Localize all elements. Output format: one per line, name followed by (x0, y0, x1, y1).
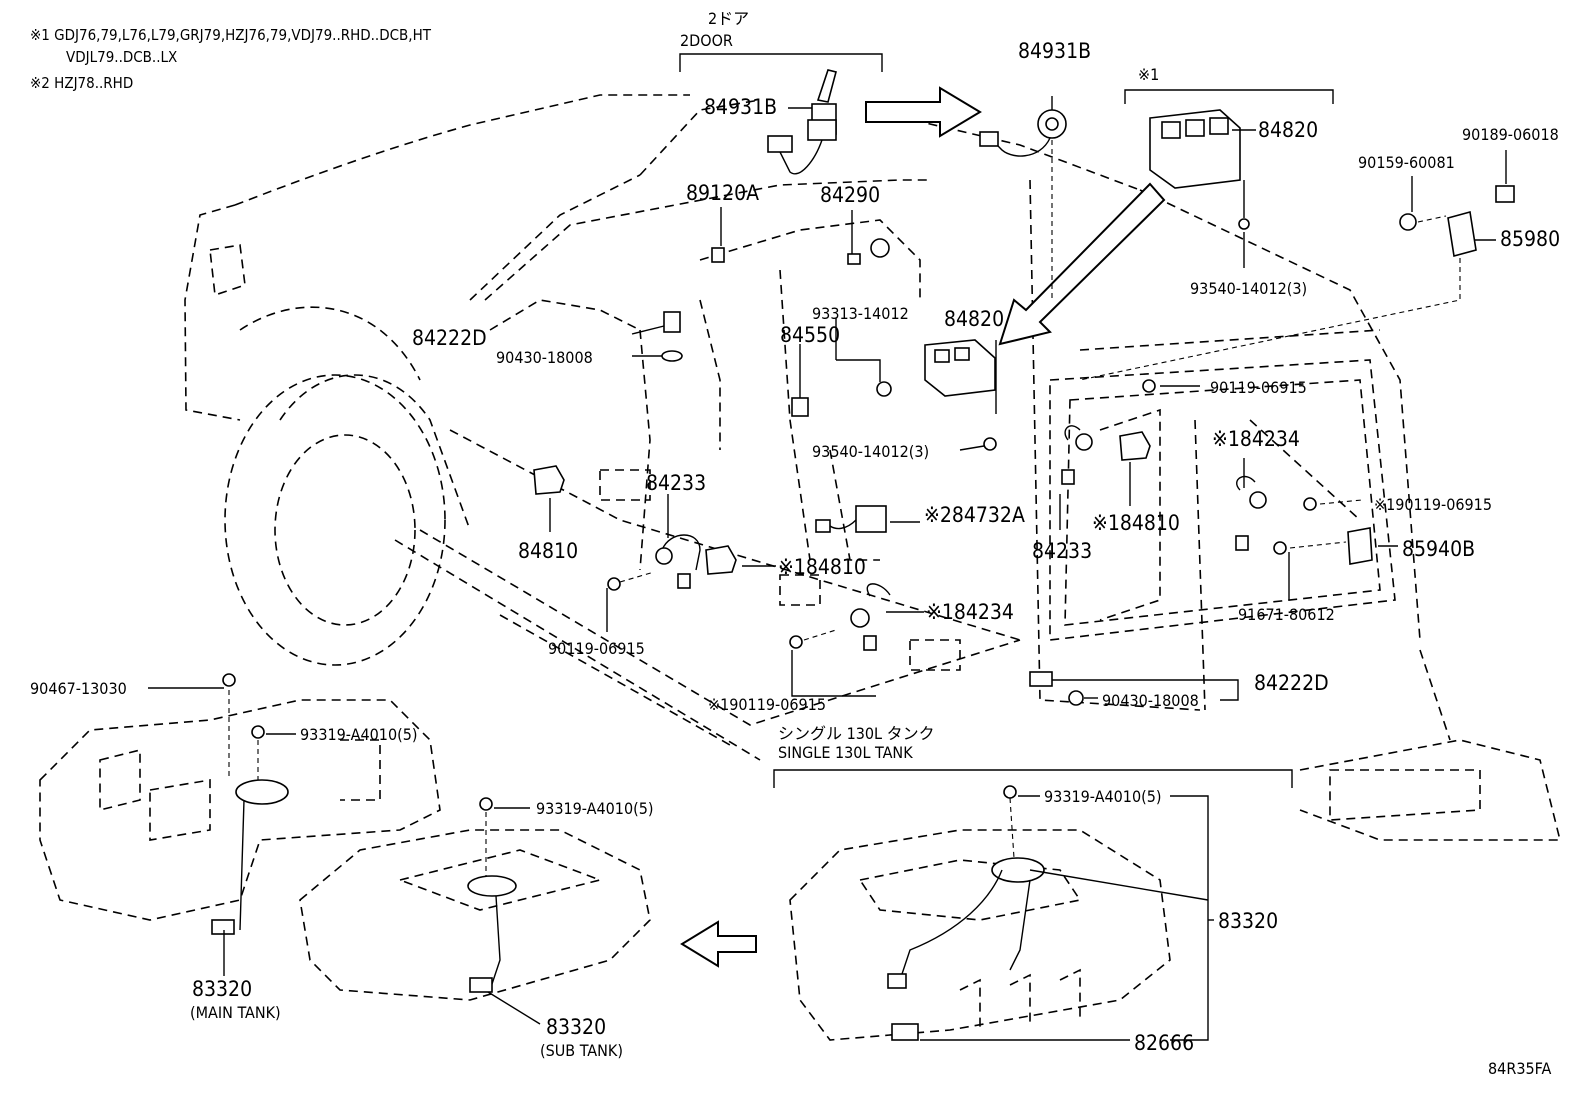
label-84234-interior[interactable]: ※184234 (926, 600, 1014, 624)
note-1-line-1: ※1 GDJ76,79,L76,L79,GRJ79,HZJ76,79,VDJ79… (30, 26, 432, 44)
label-93319-A4010-main[interactable]: 93319-A4010(5) (300, 725, 417, 744)
group-brackets: 2ドア 2DOOR ※1 シングル 130L タンク SINGLE 130L T… (679, 9, 1334, 788)
label-84550[interactable]: 84550 (780, 323, 840, 347)
label-90119-06915-interior[interactable]: ※190119-06915 (708, 695, 826, 714)
direction-arrows (680, 86, 1166, 968)
label-84931B[interactable]: 84931B (1018, 39, 1091, 63)
label-84222D-front[interactable]: 84222D (412, 326, 487, 350)
vehicle-body-outline (184, 94, 1562, 841)
label-90430-18008-rear[interactable]: 90430-18008 (1102, 691, 1199, 710)
label-84234-rear[interactable]: ※184234 (1212, 427, 1300, 451)
label-89120A[interactable]: 89120A (686, 181, 759, 205)
label-85980[interactable]: 85980 (1500, 227, 1560, 251)
group-note1-mark: ※1 (1138, 65, 1159, 84)
label-84931B-2door[interactable]: 84931B (704, 95, 777, 119)
arrow-down-left (998, 182, 1166, 346)
label-84820-top[interactable]: 84820 (1258, 118, 1318, 142)
label-sub-tank: (SUB TANK) (540, 1041, 623, 1060)
label-84233-front[interactable]: 84233 (646, 471, 706, 495)
group-2door-en: 2DOOR (680, 31, 733, 50)
label-84290[interactable]: 84290 (820, 183, 880, 207)
part-sketches (222, 69, 1515, 811)
label-82666[interactable]: 82666 (1134, 1031, 1194, 1055)
leader-lines (148, 96, 1507, 1041)
label-84810-interior[interactable]: ※184810 (778, 555, 866, 579)
label-90467-13030[interactable]: 90467-13030 (30, 679, 127, 698)
label-main-tank: (MAIN TANK) (190, 1003, 281, 1022)
group-2door-jp: 2ドア (708, 9, 749, 28)
label-93540-14012-interior[interactable]: 93540-14012(3) (812, 442, 929, 461)
label-83320-main[interactable]: 83320 (192, 977, 252, 1001)
group-single-tank-jp: シングル 130L タンク (778, 724, 935, 743)
label-85940B[interactable]: 85940B (1402, 537, 1475, 561)
label-93319-A4010-single[interactable]: 93319-A4010(5) (1044, 787, 1161, 806)
label-84222D-rear[interactable]: 84222D (1254, 671, 1329, 695)
diagram-code: 84R35FA (1488, 1059, 1551, 1078)
part-labels: 84931B 84931B 84820 90189-06018 90159-60… (30, 39, 1560, 1060)
label-93540-14012-top[interactable]: 93540-14012(3) (1190, 279, 1307, 298)
single-tank (789, 829, 1171, 1041)
note-2: ※2 HZJ78..RHD (30, 74, 133, 92)
label-90119-06915-rear-right[interactable]: ※190119-06915 (1374, 495, 1492, 514)
label-83320-sub[interactable]: 83320 (546, 1015, 606, 1039)
arrow-right (865, 86, 982, 138)
label-91671-80612[interactable]: 91671-80612 (1238, 605, 1335, 624)
label-90119-06915-rear[interactable]: 90119-06915 (1210, 378, 1307, 397)
label-93313-14012[interactable]: 93313-14012 (812, 304, 909, 323)
label-90189-06018[interactable]: 90189-06018 (1462, 125, 1559, 144)
label-84810-rear[interactable]: ※184810 (1092, 511, 1180, 535)
label-93319-A4010-sub[interactable]: 93319-A4010(5) (536, 799, 653, 818)
note-1-line-2: VDJL79..DCB..LX (66, 48, 177, 66)
label-83320-single[interactable]: 83320 (1218, 909, 1278, 933)
main-tank (39, 699, 441, 921)
label-90119-06915-front[interactable]: 90119-06915 (548, 639, 645, 658)
arrow-left (680, 920, 757, 968)
label-84233-rear[interactable]: 84233 (1032, 539, 1092, 563)
model-notes: ※1 GDJ76,79,L76,L79,GRJ79,HZJ76,79,VDJ79… (30, 26, 432, 92)
sub-tank (299, 829, 651, 1001)
group-single-tank-en: SINGLE 130L TANK (778, 743, 913, 762)
label-84732A[interactable]: ※284732A (924, 503, 1025, 527)
label-84820-interior[interactable]: 84820 (944, 307, 1004, 331)
label-84810-front[interactable]: 84810 (518, 539, 578, 563)
fuel-tanks (39, 699, 1171, 1041)
label-90430-18008-front[interactable]: 90430-18008 (496, 348, 593, 367)
label-90159-60081[interactable]: 90159-60081 (1358, 153, 1455, 172)
